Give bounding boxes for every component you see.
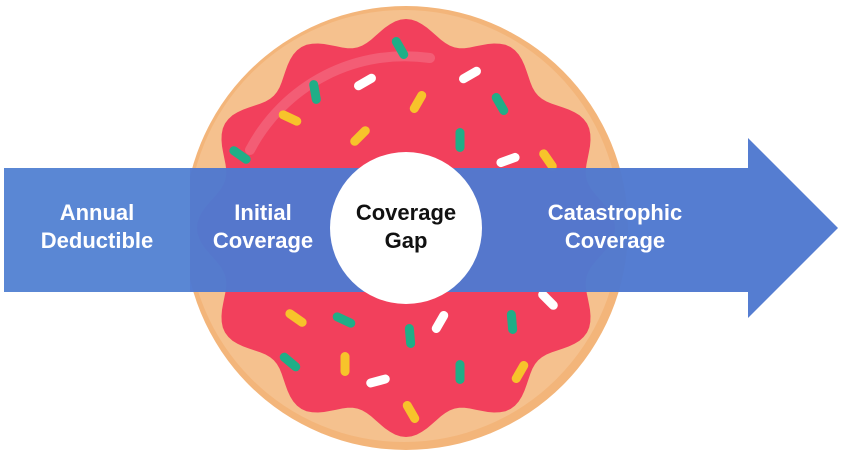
sprinkle-3 bbox=[354, 73, 376, 91]
sprinkle-2 bbox=[459, 66, 481, 84]
sprinkle-7 bbox=[278, 110, 302, 126]
annual-deductible-line2: Deductible bbox=[40, 228, 154, 253]
initial-coverage-line2: Coverage bbox=[212, 228, 314, 253]
sprinkle-4 bbox=[309, 80, 321, 104]
sprinkle-5 bbox=[409, 91, 427, 113]
sprinkle-22 bbox=[511, 361, 529, 383]
sprinkle-1 bbox=[391, 37, 409, 59]
sprinkle-11 bbox=[496, 152, 520, 168]
catastrophic-coverage-line2: Coverage bbox=[564, 228, 666, 253]
sprinkle-8 bbox=[350, 126, 370, 146]
sprinkle-20 bbox=[366, 374, 390, 388]
sprinkle-23 bbox=[538, 290, 558, 310]
sprinkle-14 bbox=[332, 312, 356, 328]
sprinkle-9 bbox=[455, 128, 465, 152]
sprinkle-17 bbox=[506, 310, 518, 334]
coverage-gap-line2: Gap bbox=[384, 228, 428, 253]
sprinkle-24 bbox=[402, 401, 420, 423]
donut-icon bbox=[184, 6, 628, 450]
coverage-gap-line1: Coverage bbox=[355, 200, 457, 225]
sprinkle-12 bbox=[539, 149, 557, 171]
stage-label-initial-coverage: Initial Coverage bbox=[188, 199, 338, 255]
stage-label-catastrophic-coverage: Catastrophic Coverage bbox=[520, 199, 710, 255]
annual-deductible-line1: Annual bbox=[59, 200, 135, 225]
initial-coverage-line1: Initial bbox=[234, 200, 292, 225]
donut-hole bbox=[330, 152, 482, 304]
sprinkle-18 bbox=[279, 352, 301, 372]
sprinkle-13 bbox=[285, 309, 307, 327]
sprinkle-6 bbox=[491, 93, 509, 115]
sprinkle-15 bbox=[404, 324, 416, 348]
sprinkle-16 bbox=[431, 311, 449, 333]
catastrophic-coverage-line1: Catastrophic bbox=[547, 200, 683, 225]
sprinkle-21 bbox=[455, 360, 465, 384]
sprinkle-10 bbox=[229, 146, 251, 164]
stage-label-coverage-gap: Coverage Gap bbox=[336, 199, 476, 255]
sprinkle-19 bbox=[340, 352, 350, 376]
stage-label-annual-deductible: Annual Deductible bbox=[12, 199, 182, 255]
arrow-deductible-section bbox=[4, 168, 190, 292]
